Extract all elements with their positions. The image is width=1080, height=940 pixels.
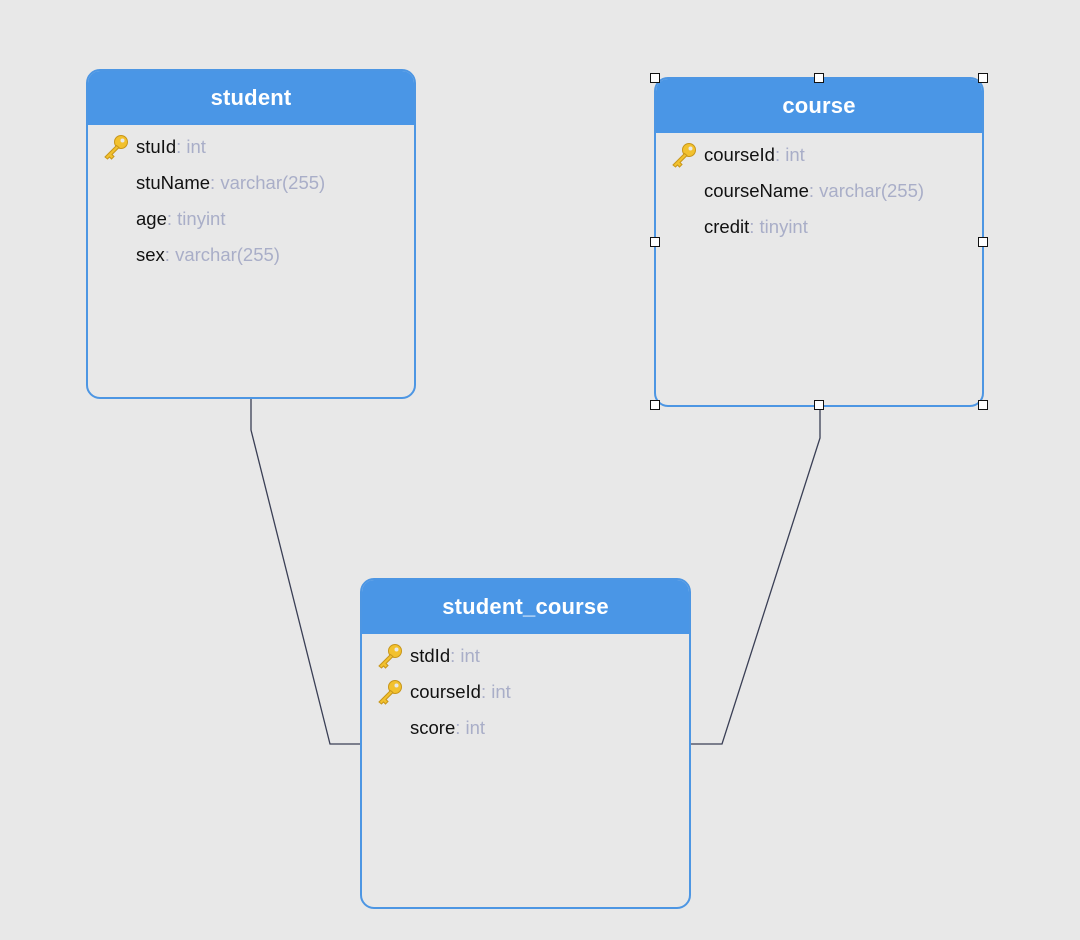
field-name: stuId [136,136,177,157]
field-row[interactable]: stuName: varchar(255) [88,165,414,201]
field-name: courseName [704,180,809,201]
field-row[interactable]: credit: tinyint [656,209,982,245]
resize-handle-top[interactable] [814,73,824,83]
field-type: int [460,645,480,666]
field-type: varchar(255) [819,180,925,201]
type-separator: : [166,208,178,229]
key-icon [672,143,696,168]
resize-handle-bottom-right[interactable] [978,400,988,410]
table-title: student_course [362,580,689,634]
type-separator: : [774,144,786,165]
field-type: tinyint [759,216,808,237]
type-separator: : [480,681,492,702]
field-row[interactable]: score: int [362,710,689,746]
table-title: course [656,79,982,133]
type-separator: : [164,244,176,265]
field-type: int [491,681,511,702]
field-type: tinyint [177,208,226,229]
field-name: stuName [136,172,211,193]
field-name: courseId [704,144,775,165]
field-type: int [785,144,805,165]
type-separator: : [749,216,760,237]
type-separator: : [450,645,461,666]
relationship-line-course-student-course[interactable] [690,407,821,745]
resize-handle-right[interactable] [978,237,988,247]
key-icon [378,680,402,705]
field-row[interactable]: courseId: int [362,674,689,710]
field-name: credit [704,216,750,237]
resize-handle-left[interactable] [650,237,660,247]
relationship-line-student-student-course[interactable] [250,399,362,745]
field-name: score [410,717,456,738]
field-row[interactable]: stdId: int [362,638,689,674]
type-separator: : [808,180,820,201]
field-name: sex [136,244,165,265]
resize-handle-top-right[interactable] [978,73,988,83]
field-row[interactable]: sex: varchar(255) [88,237,414,273]
field-type: int [465,717,486,738]
field-type: varchar(255) [175,244,280,265]
field-row[interactable]: courseId: int [656,137,982,173]
field-name: age [136,208,167,229]
type-separator: : [210,172,221,193]
type-separator: : [455,717,466,738]
field-row[interactable]: courseName: varchar(255) [656,173,982,209]
key-icon [104,135,128,160]
field-row[interactable]: age: tinyint [88,201,414,237]
type-separator: : [176,136,187,157]
field-name: courseId [410,681,481,702]
key-icon [378,644,402,669]
field-type: varchar(255) [220,172,326,193]
table-title: student [88,71,414,125]
field-name: stdId [410,645,451,666]
field-row[interactable]: stuId: int [88,129,414,165]
field-type: int [186,136,206,157]
resize-handle-bottom-left[interactable] [650,400,660,410]
resize-handle-bottom[interactable] [814,400,824,410]
resize-handle-top-left[interactable] [650,73,660,83]
